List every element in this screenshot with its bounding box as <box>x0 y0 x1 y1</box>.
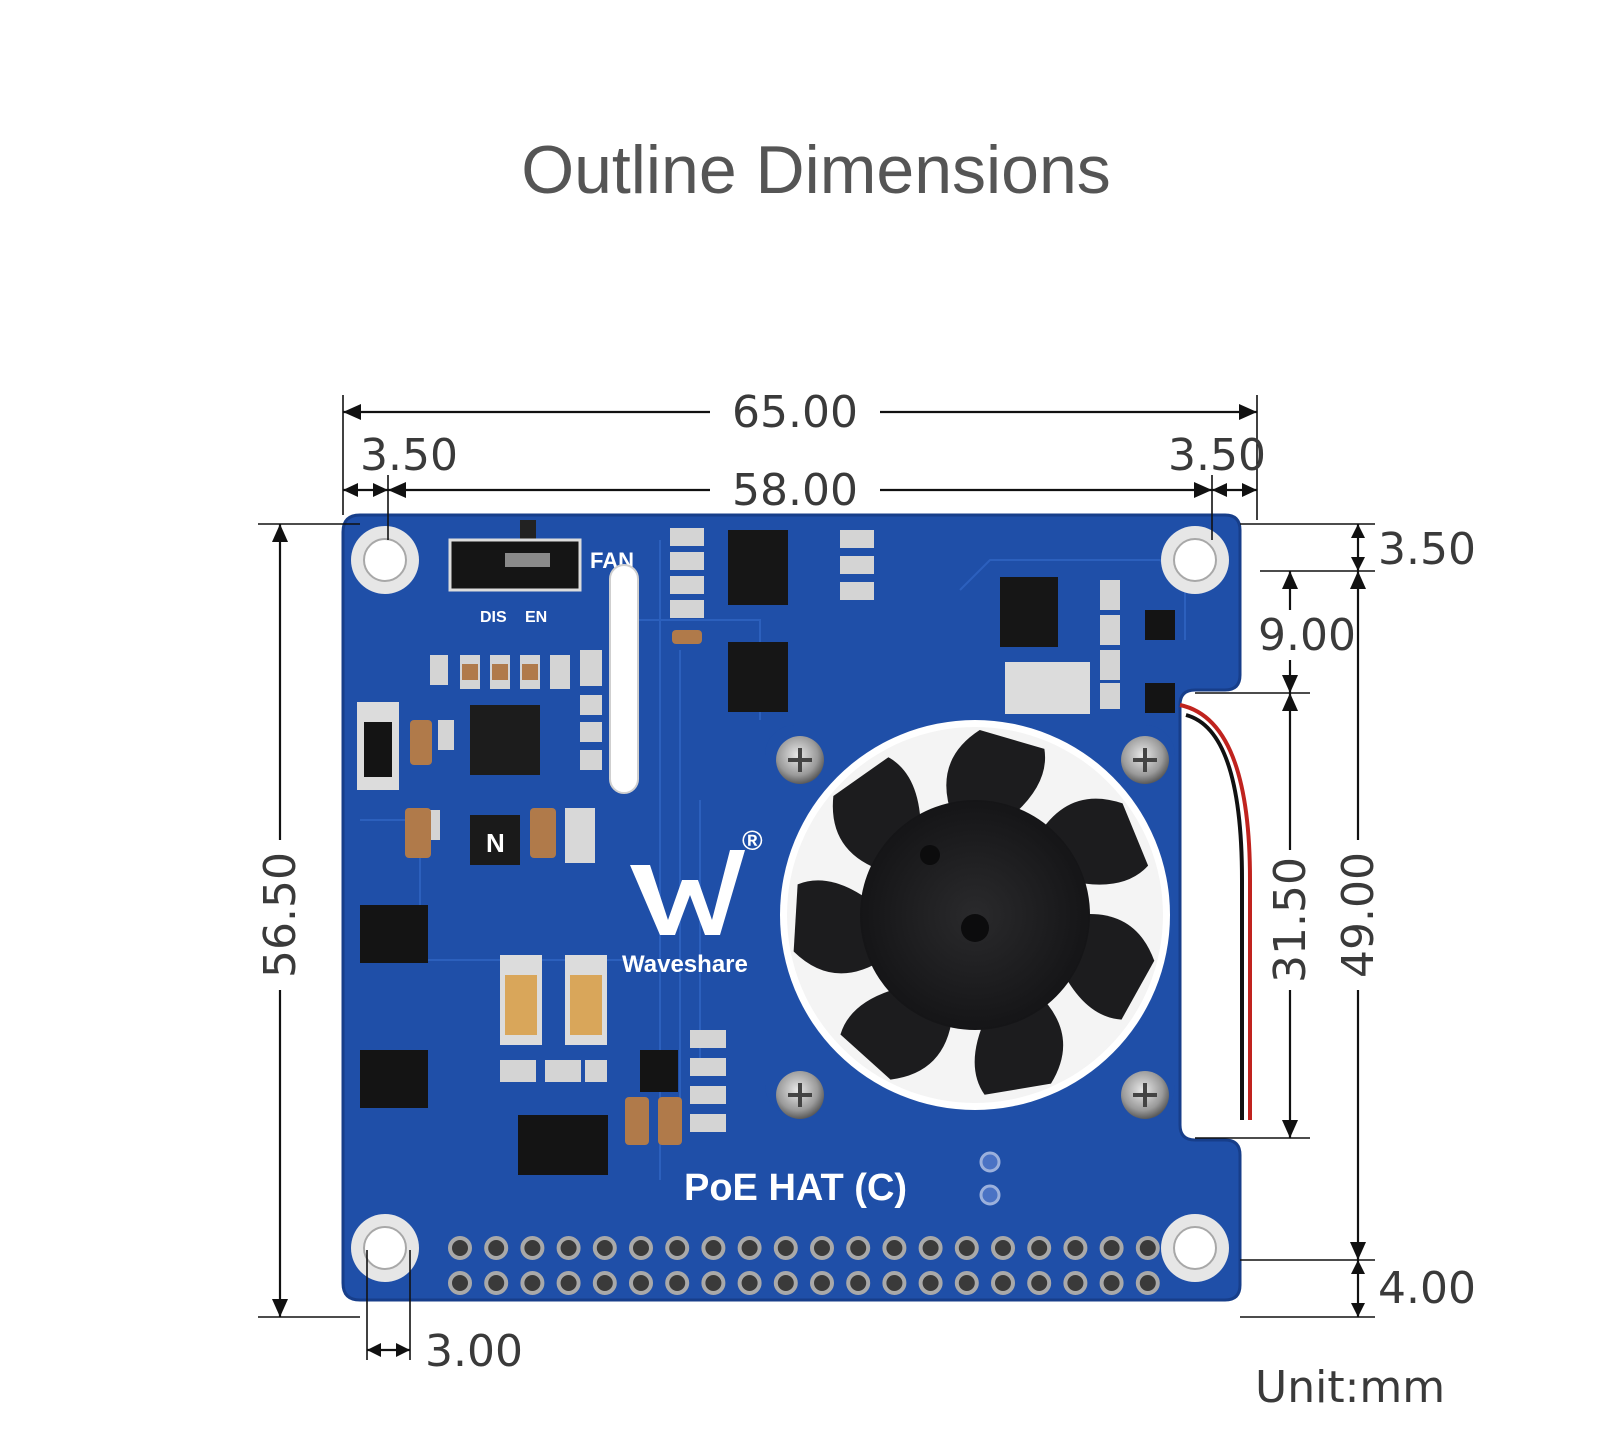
gpio-pin <box>629 1236 653 1260</box>
unit-label: Unit:mm <box>1255 1362 1445 1413</box>
dimension-label-notch-top: 9.00 <box>1258 610 1356 661</box>
dimension-label-notch-height: 31.50 <box>1265 857 1316 983</box>
dimension-label-hole-diameter: 3.00 <box>425 1326 523 1377</box>
cooling-fan <box>765 720 1175 1119</box>
dimension-notch-height: 31.50 <box>1265 693 1316 1138</box>
gpio-pin <box>1099 1236 1124 1260</box>
page-title: Outline Dimensions <box>521 132 1111 208</box>
gpio-pin <box>773 1271 798 1295</box>
gpio-pin <box>882 1236 907 1260</box>
gpio-pin <box>1135 1271 1160 1295</box>
smd-components <box>405 528 1120 1145</box>
inductor-marking: N <box>486 828 505 858</box>
dimension-overall-height: 56.50 <box>255 524 306 1317</box>
gpio-pin <box>1135 1236 1160 1260</box>
gpio-pin <box>846 1236 871 1260</box>
gpio-pin <box>1027 1236 1052 1260</box>
dimension-left-hole-offset: 3.50 <box>343 430 458 497</box>
gpio-pin <box>737 1236 762 1260</box>
gpio-pin <box>882 1271 907 1295</box>
gpio-pin <box>810 1271 834 1295</box>
gpio-pin <box>1027 1271 1052 1295</box>
gpio-pin <box>918 1236 943 1260</box>
dimension-label-right-hole-offset: 3.50 <box>1168 430 1266 481</box>
gpio-pin <box>665 1271 690 1295</box>
gpio-pin <box>918 1271 943 1295</box>
registered-mark: ® <box>742 825 763 856</box>
board-name: PoE HAT (C) <box>684 1167 907 1209</box>
dimension-label-hole-spacing-height: 49.00 <box>1333 852 1384 978</box>
gpio-pin <box>592 1236 617 1260</box>
gpio-pin <box>701 1271 726 1295</box>
pcb-board: FAN DIS EN <box>341 513 1252 1302</box>
fan-screw-bottom-left <box>776 1071 824 1119</box>
dimension-label-overall-height: 56.50 <box>255 852 306 978</box>
gpio-pin <box>556 1271 581 1295</box>
mounting-hole-top-left <box>351 526 419 594</box>
gpio-pin <box>665 1236 690 1260</box>
gpio-pin <box>448 1271 472 1295</box>
dimension-label-top-hole-offset: 3.50 <box>1378 524 1476 575</box>
gpio-pin <box>556 1236 581 1260</box>
brand-name: Waveshare <box>622 951 748 978</box>
switch-position-en: EN <box>525 609 547 626</box>
gpio-pin <box>1063 1271 1088 1295</box>
mounting-hole-bottom-right <box>1161 1214 1229 1282</box>
gpio-pin <box>810 1236 834 1260</box>
dimension-label-bottom-hole-offset: 4.00 <box>1378 1263 1476 1314</box>
gpio-pin <box>484 1236 509 1260</box>
gpio-pin <box>592 1271 617 1295</box>
gpio-pin <box>484 1271 509 1295</box>
integrated-circuits: N <box>357 530 1175 1175</box>
gpio-pin <box>773 1236 798 1260</box>
mounting-hole-bottom-left <box>351 1214 419 1282</box>
gpio-pin <box>954 1236 979 1260</box>
waveshare-logo: ® Waveshare <box>622 825 763 978</box>
gpio-header <box>448 1236 1160 1295</box>
gpio-pin <box>846 1271 871 1295</box>
fan-screw-top-left <box>776 736 824 784</box>
logo-mark <box>630 850 745 935</box>
gpio-pin <box>629 1271 653 1295</box>
fan-switch: FAN DIS EN <box>448 520 634 626</box>
gpio-pin <box>520 1236 545 1260</box>
board-slot <box>609 564 639 794</box>
dimension-hole-spacing-width: 58.00 <box>388 465 1212 516</box>
gpio-pin <box>701 1236 726 1260</box>
fan-screw-bottom-right <box>1121 1071 1169 1119</box>
dimension-hole-diameter: 3.00 <box>367 1326 523 1377</box>
dimension-overall-width: 65.00 <box>343 387 1257 438</box>
dimension-label-hole-spacing-width: 58.00 <box>732 465 858 516</box>
dimension-top-hole-offset: 3.50 <box>1351 524 1476 575</box>
fan-screw-top-right <box>1121 736 1169 784</box>
gpio-pin <box>1063 1236 1088 1260</box>
dimension-label-overall-width: 65.00 <box>732 387 858 438</box>
gpio-pin <box>448 1236 472 1260</box>
gpio-pin <box>954 1271 979 1295</box>
dimension-notch-top: 9.00 <box>1258 571 1356 693</box>
dimension-bottom-hole-offset: 4.00 <box>1351 1260 1476 1317</box>
gpio-pin <box>1099 1271 1124 1295</box>
mounting-hole-top-right <box>1161 526 1229 594</box>
fan-wires <box>1179 703 1252 1120</box>
switch-position-dis: DIS <box>480 609 507 626</box>
extension-lines <box>258 395 1375 1360</box>
gpio-pin <box>737 1271 762 1295</box>
fan-blade <box>946 730 1046 821</box>
gpio-pin <box>991 1271 1015 1295</box>
gpio-pin <box>520 1271 545 1295</box>
dimension-right-hole-offset: 3.50 <box>1168 430 1266 497</box>
dimension-hole-spacing-height: 49.00 <box>1333 571 1384 1260</box>
dimension-label-left-hole-offset: 3.50 <box>360 430 458 481</box>
gpio-pin <box>991 1236 1015 1260</box>
